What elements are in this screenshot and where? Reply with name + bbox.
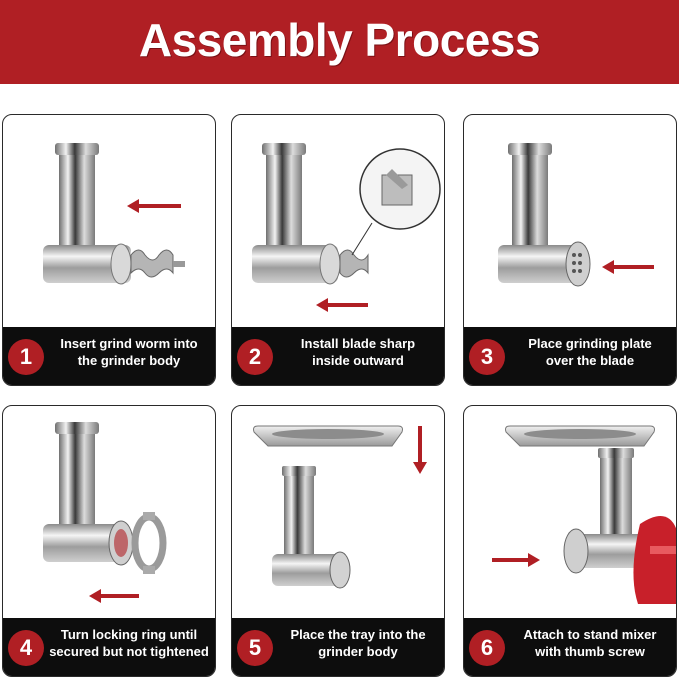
tray [505,425,655,447]
step-caption: 2 Install blade sharp inside outward [232,327,444,385]
step-panel-4: 4 Turn locking ring until secured but no… [2,405,216,677]
step-caption: 5 Place the tray into the grinder body [232,618,444,676]
step-number: 5 [237,630,273,666]
step-text: Install blade sharp inside outward [276,335,440,369]
title-banner: Assembly Process [0,0,679,84]
step-number: 4 [8,630,44,666]
step-caption: 1 Insert grind worm into the grinder bod… [3,327,215,385]
step-text: Place grinding plate over the blade [508,335,672,369]
grinder-illustration [43,143,185,285]
step-number: 2 [237,339,273,375]
step-text-line2: with thumb screw [535,644,645,659]
page-title: Assembly Process [138,14,541,66]
grinder-illustration [253,425,427,589]
red-arrow-icon [89,589,139,603]
red-arrow-icon [316,298,368,312]
stand-mixer [633,516,676,604]
step-caption: 3 Place grinding plate over the blade [464,327,676,385]
step-text-line1: Insert grind worm into [60,336,198,351]
step-panel-6: 6 Attach to stand mixer with thumb screw [463,405,677,677]
step-text-line1: Attach to stand mixer [523,627,657,642]
grinder-illustration [498,143,654,287]
step-text-line1: Place the tray into the [290,627,426,642]
step-text: Insert grind worm into the grinder body [47,335,211,369]
red-arrow-icon [127,199,181,213]
step-number: 3 [469,339,505,375]
step-panel-5: 5 Place the tray into the grinder body [231,405,445,677]
step-text-line1: Turn locking ring until [60,627,198,642]
locking-ring [131,512,167,574]
grinding-plate [565,241,591,287]
red-arrow-icon [492,553,540,567]
step-panel-1: 1 Insert grind worm into the grinder bod… [2,114,216,386]
red-arrow-icon [413,426,427,474]
tray [253,425,403,447]
red-arrow-icon [602,260,654,274]
grinder-illustration [43,422,167,603]
grinder-illustration [252,143,441,312]
step-text-line2: inside outward [312,353,404,368]
step-number: 1 [8,339,44,375]
step-number: 6 [469,630,505,666]
step-text-line2: over the blade [545,353,635,368]
step-text-line1: Place grinding plate [528,336,652,351]
step-panel-2: 2 Install blade sharp inside outward [231,114,445,386]
step-text: Turn locking ring until secured but not … [47,626,211,660]
step-text-line2: the grinder body [77,353,181,368]
step-text: Place the tray into the grinder body [276,626,440,660]
step-panel-3: 3 Place grinding plate over the blade [463,114,677,386]
step-text: Attach to stand mixer with thumb screw [508,626,672,660]
grinder-illustration [492,425,676,604]
step-caption: 6 Attach to stand mixer with thumb screw [464,618,676,676]
step-text-line1: Install blade sharp [300,336,416,351]
step-text-line2: grinder body [318,644,398,659]
step-caption: 4 Turn locking ring until secured but no… [3,618,215,676]
step-text-line2: secured but not tightened [49,644,209,659]
